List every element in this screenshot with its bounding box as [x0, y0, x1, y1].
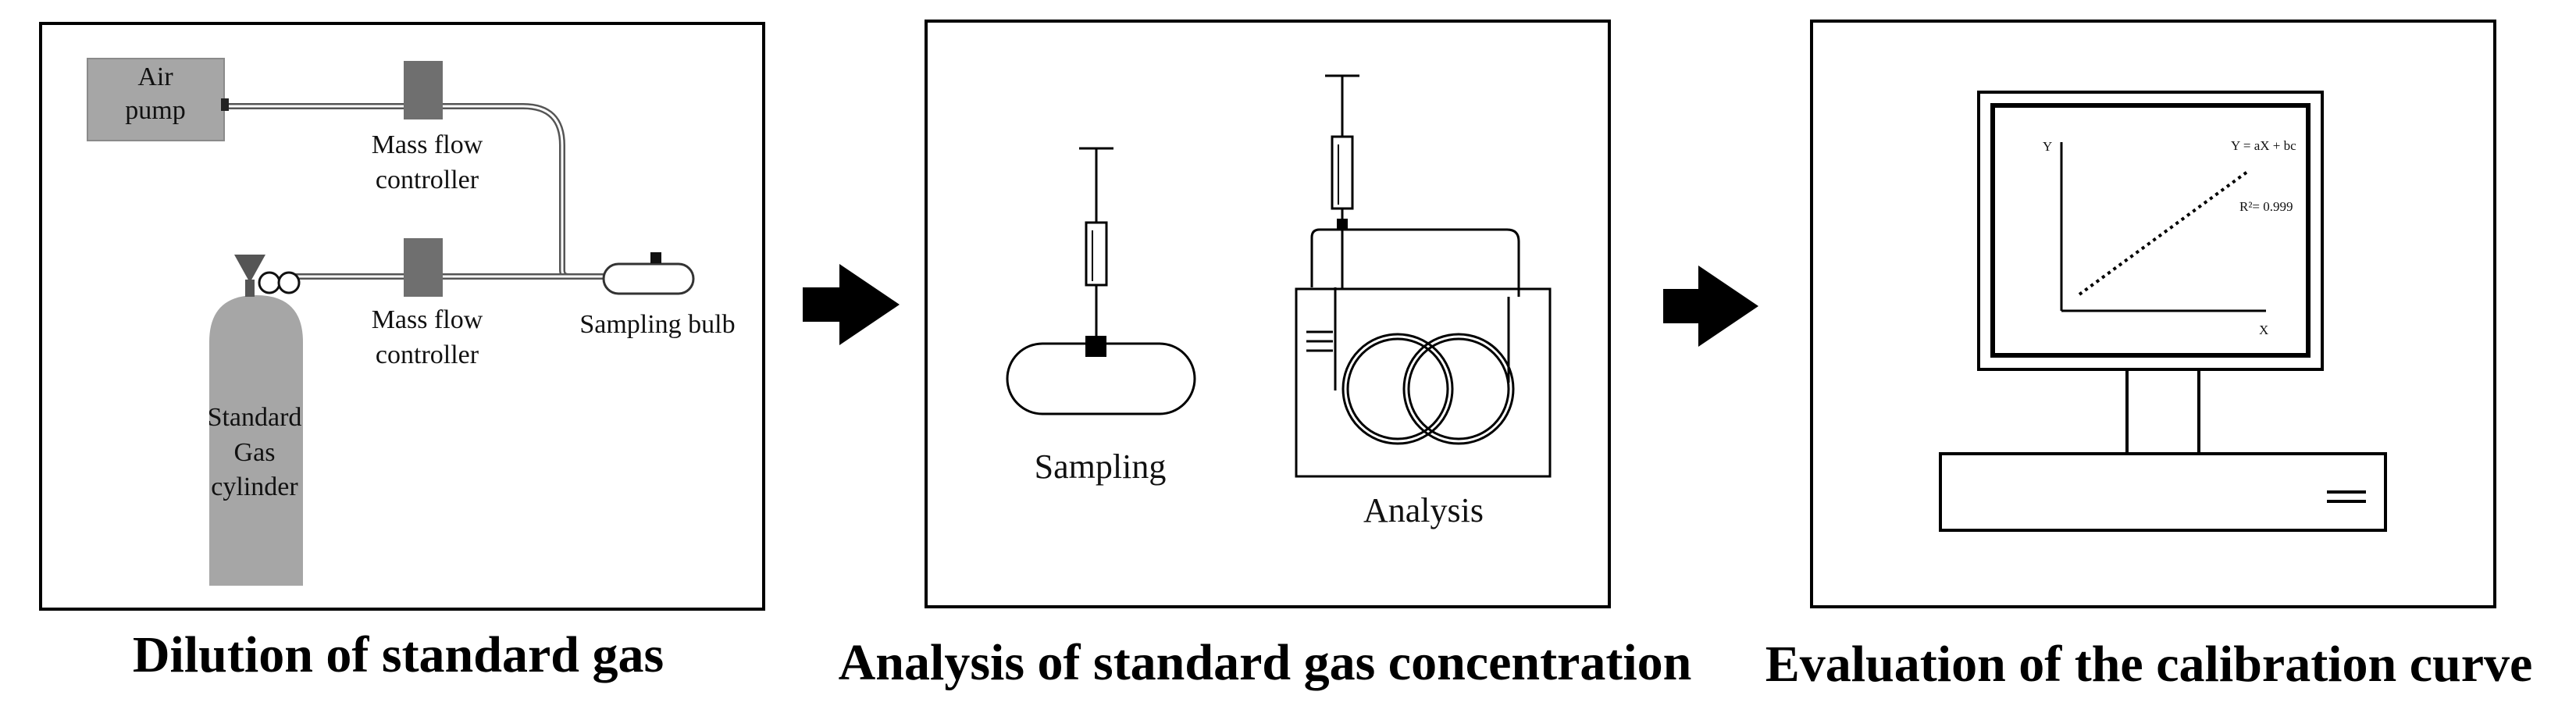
mfc-top-label-2: controller — [376, 166, 479, 194]
sampling-bulb-2-septum — [1085, 336, 1106, 357]
panel-dilution: Air pump Mass flow controller Mass flow … — [39, 22, 765, 683]
monitor-stand — [2125, 368, 2200, 455]
gas-cylinder — [209, 295, 303, 586]
gc-column-coil-2 — [1346, 337, 1449, 440]
syringe-sampling-icon — [1079, 147, 1113, 337]
syringe-analysis-icon — [1325, 74, 1359, 289]
arrow-right-icon — [803, 264, 900, 345]
monitor-screen — [1990, 103, 2311, 358]
calibration-r2: R²= 0.999 — [2239, 199, 2293, 214]
calibration-equation: Y = aX + bc — [2231, 138, 2296, 153]
air-pump-label-1: Air — [137, 62, 173, 91]
regulator-gauge-1 — [258, 271, 281, 294]
cylinder-valve-handle — [234, 255, 265, 283]
cylinder-label-2: Gas — [234, 438, 276, 467]
injection-port — [1337, 219, 1348, 230]
air-pump-outlet — [221, 98, 229, 111]
mass-flow-controller-bottom — [404, 238, 443, 297]
panel-analysis: Sampling Analysis Analysis of standard g… — [839, 20, 1692, 691]
mfc-bottom-label-2: controller — [376, 340, 479, 369]
analysis-label: Analysis — [1363, 491, 1484, 529]
gc-column-coil-3 — [1402, 333, 1515, 445]
arrow-right-icon — [1663, 266, 1758, 347]
gc-column-coil-4 — [1407, 337, 1510, 440]
cylinder-neck — [245, 280, 255, 297]
sampling-bulb — [602, 262, 695, 295]
mass-flow-controller-top — [404, 61, 443, 119]
cylinder-label-3: cylinder — [211, 472, 298, 501]
gc-tubing — [1310, 228, 1520, 390]
caption-dilution: Dilution of standard gas — [133, 626, 664, 683]
mfc-bottom-label-1: Mass flow — [372, 305, 483, 334]
calibration-xlabel: X — [2259, 323, 2268, 337]
air-pump-label-2: pump — [125, 96, 185, 125]
cylinder-label-1: Standard — [208, 403, 302, 432]
panel-calibration: Y X Y = aX + bc R²= 0.999 Evaluation of … — [1765, 20, 2533, 693]
sampling-bulb-label: Sampling bulb — [579, 310, 735, 339]
computer-base — [1939, 452, 2387, 532]
air-pump — [87, 58, 225, 141]
calibration-ylabel: Y — [2043, 139, 2052, 154]
sampling-bulb-septum — [650, 252, 661, 263]
mfc-top-label-1: Mass flow — [372, 130, 483, 159]
regulator-gauge-2 — [277, 271, 301, 294]
caption-analysis: Analysis of standard gas concentration — [839, 634, 1692, 691]
sampling-label: Sampling — [1035, 447, 1167, 486]
gc-column-coil-1 — [1341, 333, 1454, 445]
caption-calibration: Evaluation of the calibration curve — [1765, 636, 2533, 693]
